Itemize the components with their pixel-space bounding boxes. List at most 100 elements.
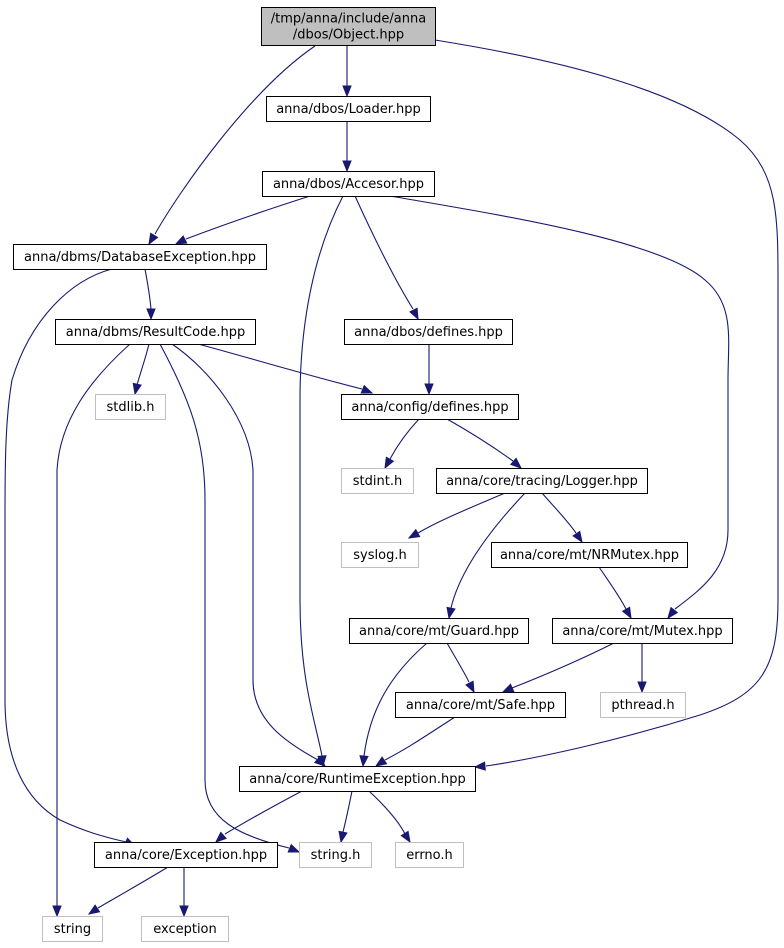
edge-accesor-to-runtimeexc [299, 195, 344, 768]
node-box [42, 916, 103, 942]
node-label: anna/config/defines.hpp [351, 400, 508, 415]
node-label: anna/dbms/ResultCode.hpp [66, 325, 245, 340]
node-box [600, 692, 686, 718]
edge-object-to-runtimeexc [434, 39, 779, 771]
node-label: anna/dbos/Accesor.hpp [273, 177, 424, 192]
edge-line [598, 566, 627, 610]
edge-line [159, 343, 290, 849]
node-box [436, 468, 648, 494]
edges-layer [4, 39, 779, 918]
edge-logger-to-nrmutex [541, 492, 583, 544]
edge-accesor-to-dbexception [174, 195, 311, 245]
node-stdint: stdint.h [341, 468, 414, 494]
edge-line [368, 790, 406, 835]
edge-resultcode-to-string [52, 343, 131, 918]
edge-dbexception-to-resultcode [144, 268, 156, 321]
node-box [94, 842, 278, 868]
arrowhead [87, 904, 101, 915]
arrowhead [509, 457, 523, 469]
arrowhead [572, 530, 583, 544]
node-box [299, 842, 372, 868]
edge-configdefines-to-stdint [384, 418, 420, 470]
node-syslog: syslog.h [341, 542, 419, 568]
edge-line [4, 268, 127, 843]
edge-configdefines-to-logger [446, 418, 523, 469]
edge-resultcode-to-runtimeexc [171, 343, 327, 767]
node-label: syslog.h [353, 548, 406, 563]
node-errno: errno.h [395, 842, 464, 868]
arrowhead [621, 606, 632, 620]
edge-line [389, 418, 420, 460]
edge-line [389, 195, 730, 610]
node-accesor[interactable]: anna/dbos/Accesor.hpp [262, 171, 435, 197]
edge-line [434, 39, 779, 767]
node-pthread: pthread.h [600, 692, 686, 718]
edge-guard-to-safe [446, 642, 475, 694]
edge-mutex-to-safe [501, 642, 615, 693]
node-dbexception[interactable]: anna/dbms/DatabaseException.hpp [13, 244, 267, 270]
arrowhead [374, 756, 388, 767]
arrowhead [465, 680, 475, 694]
node-exception[interactable]: anna/core/Exception.hpp [94, 842, 278, 868]
edge-nrmutex-to-mutex [598, 566, 632, 620]
node-box [13, 244, 267, 270]
node-label: anna/core/RuntimeException.hpp [249, 772, 465, 787]
edge-resultcode-to-stringh [159, 343, 301, 853]
arrowhead [360, 384, 374, 394]
node-box [239, 766, 476, 792]
edge-line [342, 790, 353, 833]
node-configdefines[interactable]: anna/config/defines.hpp [341, 394, 519, 420]
edge-runtimeexc-to-errno [368, 790, 411, 844]
edge-line [171, 343, 319, 761]
arrowhead [407, 528, 421, 539]
edge-dbexception-to-exception [4, 268, 137, 847]
node-label: stdint.h [353, 474, 402, 489]
node-label: anna/core/mt/Safe.hpp [406, 698, 555, 713]
node-label: /dbos/Object.hpp [293, 28, 404, 43]
edge-line [363, 642, 428, 757]
node-runtimeexc[interactable]: anna/core/RuntimeException.hpp [239, 766, 476, 792]
edge-line [511, 642, 615, 689]
arrowhead [313, 755, 327, 767]
nodes-layer: /tmp/anna/include/anna/dbos/Object.hpp an… [13, 7, 733, 942]
node-box [95, 394, 166, 420]
arrowhead [400, 830, 411, 844]
node-box [349, 618, 529, 644]
edge-line [136, 343, 150, 386]
edge-runtimeexc-to-stringh [338, 790, 353, 844]
node-box [261, 7, 436, 46]
node-dbosdefines[interactable]: anna/dbos/defines.hpp [344, 319, 513, 345]
node-label: string.h [311, 848, 361, 863]
edge-line [446, 642, 470, 683]
node-label: stdlib.h [107, 400, 155, 415]
edge-line [224, 790, 303, 835]
node-box [395, 842, 464, 868]
edge-exception-to-exceptionstd [179, 867, 189, 918]
node-object[interactable]: /tmp/anna/include/anna/dbos/Object.hpp [261, 7, 436, 46]
node-logger[interactable]: anna/core/tracing/Logger.hpp [436, 468, 648, 494]
arrowhead [384, 456, 395, 470]
edge-exception-to-string [87, 866, 169, 915]
edge-line [299, 195, 344, 757]
edge-line [97, 866, 169, 909]
node-resultcode[interactable]: anna/dbms/ResultCode.hpp [55, 319, 256, 345]
edge-line [446, 418, 514, 462]
node-stringh: string.h [299, 842, 372, 868]
node-label: pthread.h [611, 698, 674, 713]
node-mutex[interactable]: anna/core/mt/Mutex.hpp [552, 618, 733, 644]
edge-guard-to-runtimeexc [359, 642, 428, 768]
node-label: anna/dbos/Loader.hpp [276, 102, 421, 117]
edge-line [197, 343, 363, 390]
node-safe[interactable]: anna/core/mt/Safe.hpp [395, 692, 566, 718]
arrowhead [338, 830, 348, 844]
arrowhead [214, 831, 227, 843]
arrowhead [424, 383, 434, 396]
node-loader[interactable]: anna/dbos/Loader.hpp [266, 96, 431, 122]
node-label: anna/core/mt/Mutex.hpp [562, 624, 722, 639]
arrowhead [446, 606, 456, 620]
arrowhead [179, 905, 189, 918]
node-nrmutex[interactable]: anna/core/mt/NRMutex.hpp [491, 542, 688, 568]
node-guard[interactable]: anna/core/mt/Guard.hpp [349, 618, 529, 644]
node-label: errno.h [406, 848, 453, 863]
